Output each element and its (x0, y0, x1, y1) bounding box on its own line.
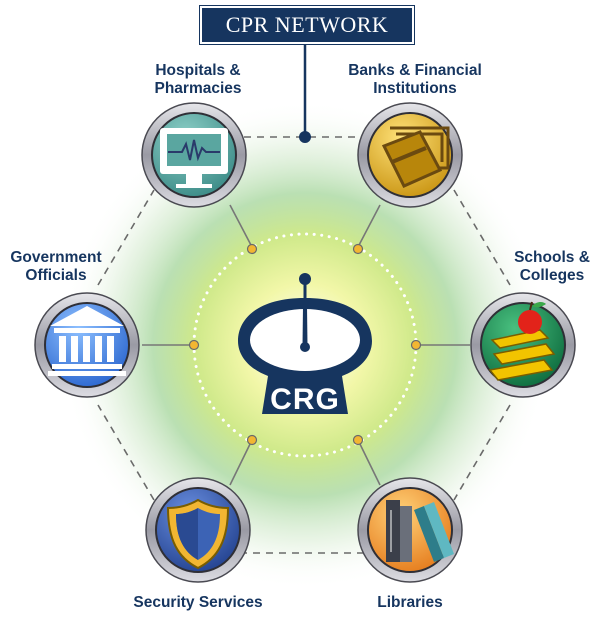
center-label: CRG (270, 383, 340, 416)
card-slot-icon (381, 126, 450, 188)
node-government (34, 292, 140, 398)
title-connector (299, 42, 311, 143)
shield-icon (166, 498, 230, 570)
library-books-icon (386, 500, 454, 562)
network-title: CPR NETWORK (200, 6, 414, 44)
government-building-icon (48, 306, 126, 376)
label-schools: Schools & Colleges (514, 249, 590, 284)
books-apple-icon (488, 301, 556, 381)
node-security (145, 477, 251, 583)
label-security: Security Services (133, 594, 263, 611)
spokes (142, 204, 470, 486)
label-government: Government Officials (10, 249, 102, 284)
crg-logo: CRG (238, 273, 372, 416)
label-hospitals: Hospitals & Pharmacies (154, 62, 242, 97)
label-libraries: Libraries (377, 594, 443, 611)
node-schools (470, 292, 576, 398)
monitor-heartbeat-icon (160, 128, 228, 188)
node-libraries (357, 477, 463, 583)
network-hexagon (97, 136, 511, 554)
node-banks (357, 102, 463, 208)
spoke-dots (188, 243, 422, 446)
label-banks: Banks & Financial Institutions (348, 62, 482, 97)
node-hospitals (141, 102, 247, 208)
